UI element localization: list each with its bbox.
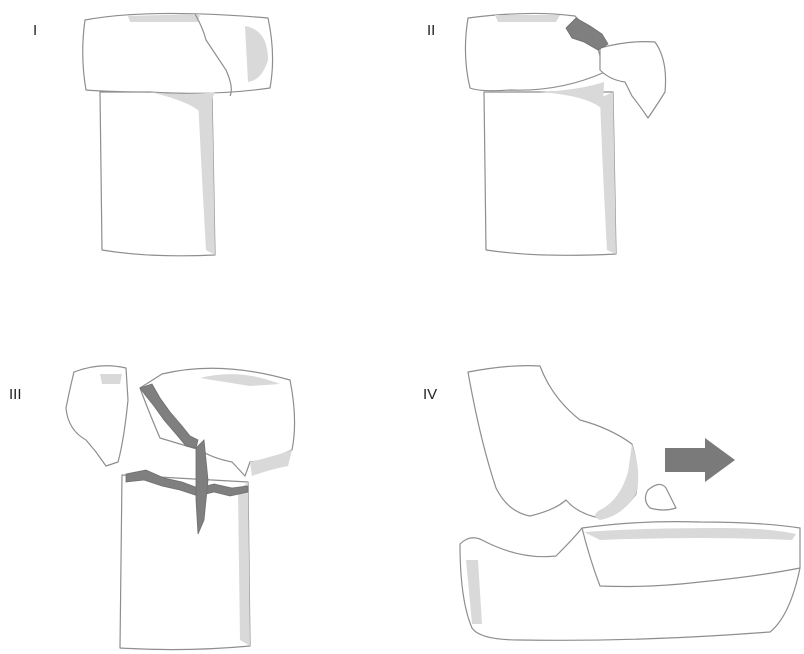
direction-arrow-icon — [665, 438, 735, 482]
panel-2-bone — [465, 13, 665, 255]
panel-1-bone — [83, 13, 273, 255]
panel-3-bone — [66, 366, 295, 650]
panel-4-bone — [460, 366, 800, 641]
